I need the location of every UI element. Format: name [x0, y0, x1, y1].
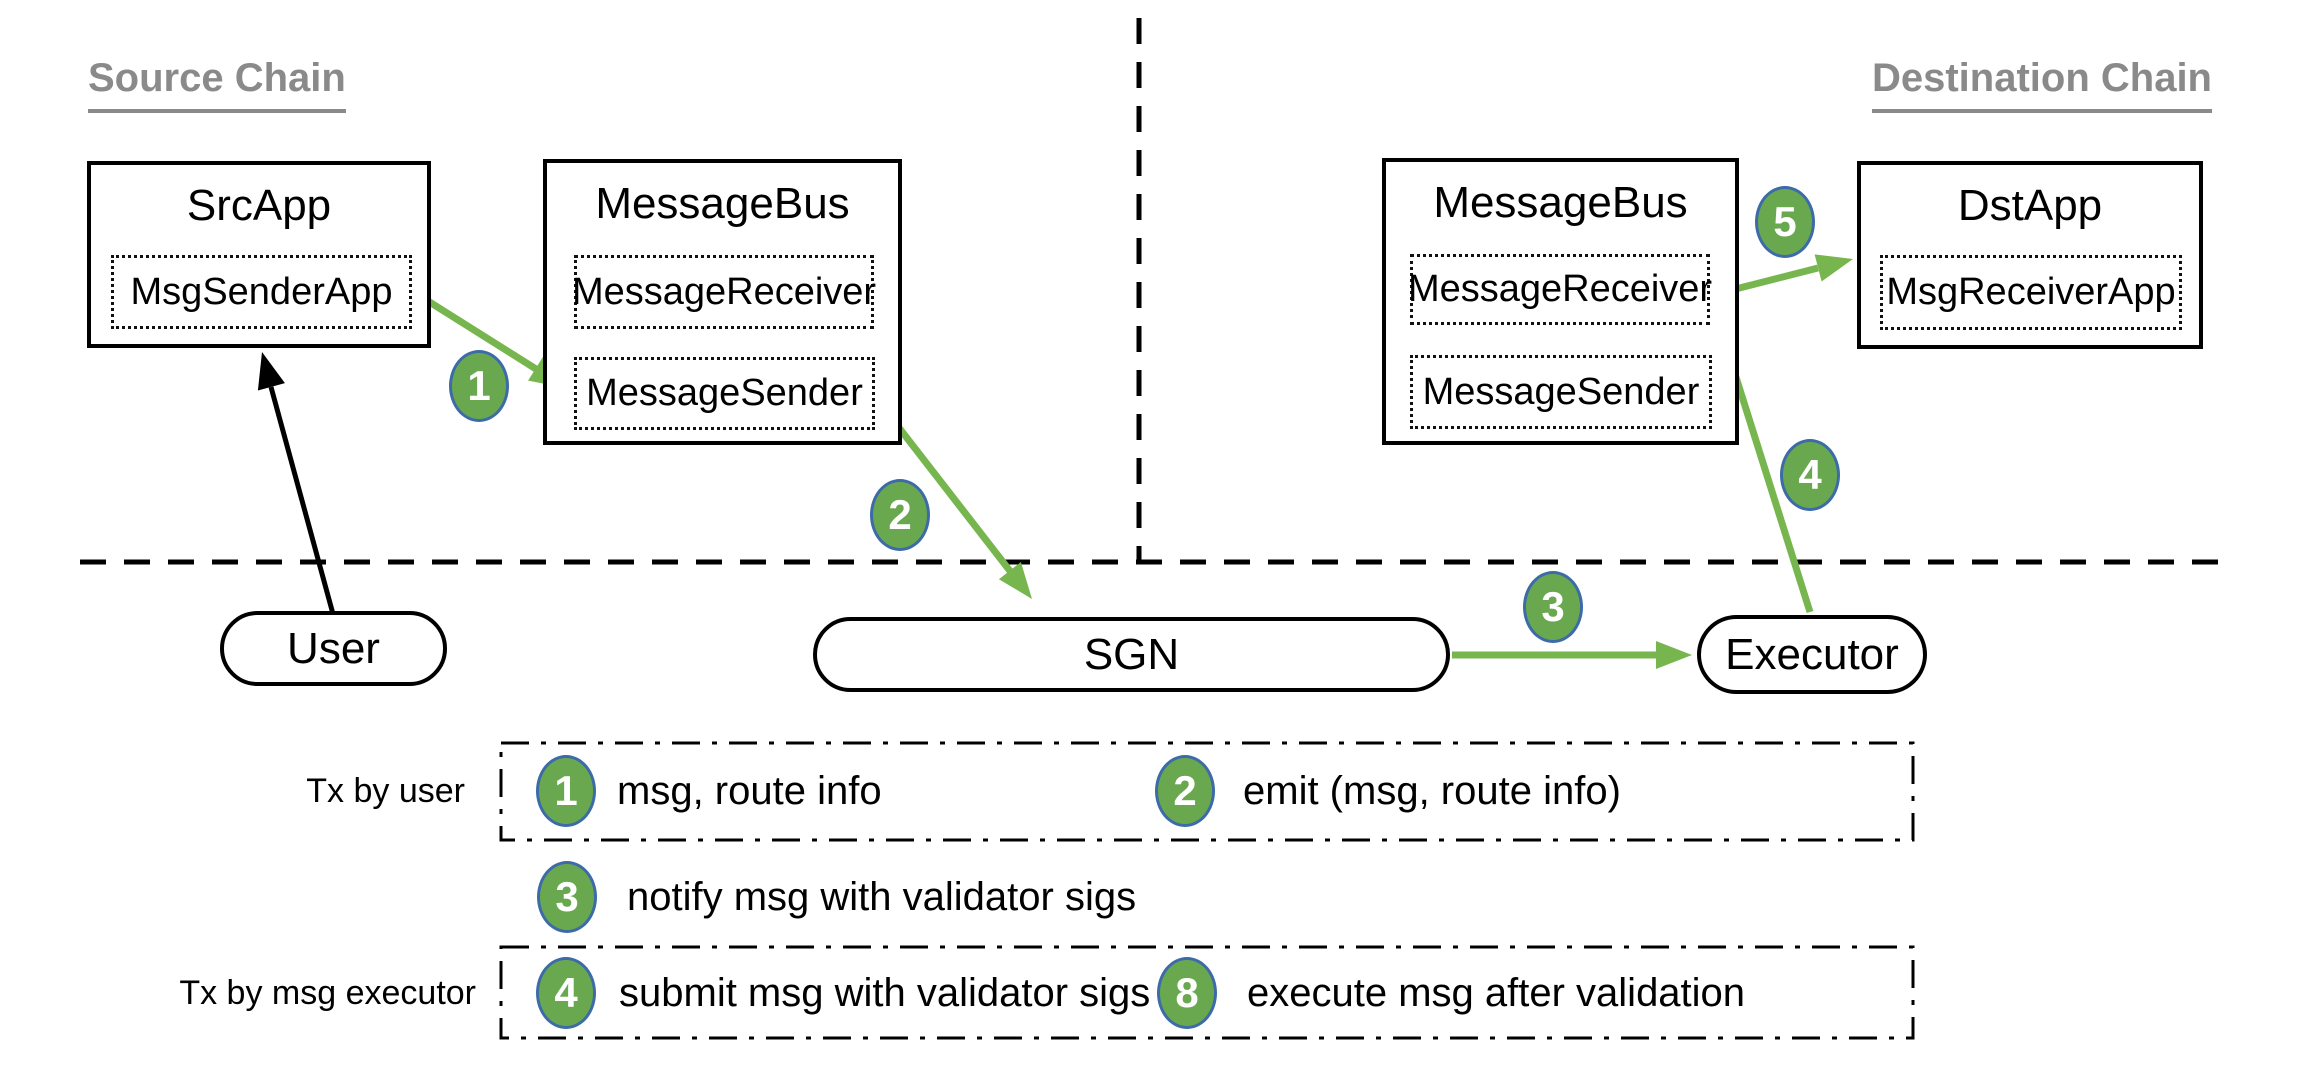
legend-badge-4: 4 [536, 957, 596, 1029]
legend-text-msg-route-info: msg, route info [617, 769, 882, 813]
messagesender-destination-module-box: MessageSender [1410, 355, 1712, 429]
legend-box-tx-by-msg-executor [499, 945, 1915, 1040]
sgn-pill: SGN [813, 617, 1450, 692]
destination-chain-title: Destination Chain [1871, 56, 2212, 113]
dstapp-box: DstApp MsgReceiverApp [1857, 161, 2203, 349]
msgsenderapp-module-box: MsgSenderApp [111, 255, 412, 329]
source-chain-title: Source Chain [88, 56, 346, 113]
dstapp-title: DstApp [1957, 181, 2103, 230]
messagebus-destination-title: MessageBus [1433, 178, 1688, 227]
legend-text-notify-msg: notify msg with validator sigs [627, 875, 1137, 919]
step-badge-4: 4 [1780, 439, 1840, 511]
step-badge-1: 1 [449, 350, 509, 422]
legend-label-tx-by-msg-executor: Tx by msg executor [179, 974, 476, 1012]
legend-badge-1: 1 [536, 755, 596, 827]
legend-box-tx-by-user [499, 741, 1915, 842]
legend-text-emit-msg-route-info: emit (msg, route info) [1243, 769, 1621, 813]
messagereceiver-source-module-box: MessageReceiver [572, 255, 876, 329]
legend-text-execute-msg: execute msg after validation [1247, 971, 1746, 1015]
legend-label-tx-by-user: Tx by user [306, 772, 465, 810]
legend-badge-2: 2 [1155, 755, 1215, 827]
executor-pill: Executor [1697, 615, 1927, 694]
messagesender-source-module-box: MessageSender [574, 357, 875, 430]
messagebus-destination-box: MessageBus MessageReceiver MessageSender [1382, 158, 1739, 445]
arrow-step1-msgsenderapp-to-messagesender [410, 288, 538, 372]
arrow-step5-head [1814, 254, 1853, 282]
messagebus-source-box: MessageBus MessageReceiver MessageSender [543, 159, 902, 445]
step-badge-5: 5 [1755, 186, 1815, 258]
arrow-user-to-srcapp [268, 386, 336, 615]
step-badge-2: 2 [870, 479, 930, 551]
arrow-step2-head [998, 562, 1032, 599]
arrow-step3-head [1656, 641, 1692, 669]
legend-badge-3: 3 [537, 861, 597, 933]
messagebus-source-title: MessageBus [595, 179, 850, 228]
step-badge-3: 3 [1523, 571, 1583, 643]
messagereceiver-destination-module-box: MessageReceiver [1408, 254, 1712, 325]
srcapp-box: SrcApp MsgSenderApp [87, 161, 431, 348]
arrow-user-to-srcapp-head [257, 352, 285, 391]
legend-badge-8: 8 [1157, 957, 1217, 1029]
user-pill: User [220, 611, 447, 686]
legend-text-submit-msg: submit msg with validator sigs [619, 971, 1151, 1015]
srcapp-title: SrcApp [186, 181, 332, 230]
msgreceiverapp-module-box: MsgReceiverApp [1880, 255, 2182, 330]
